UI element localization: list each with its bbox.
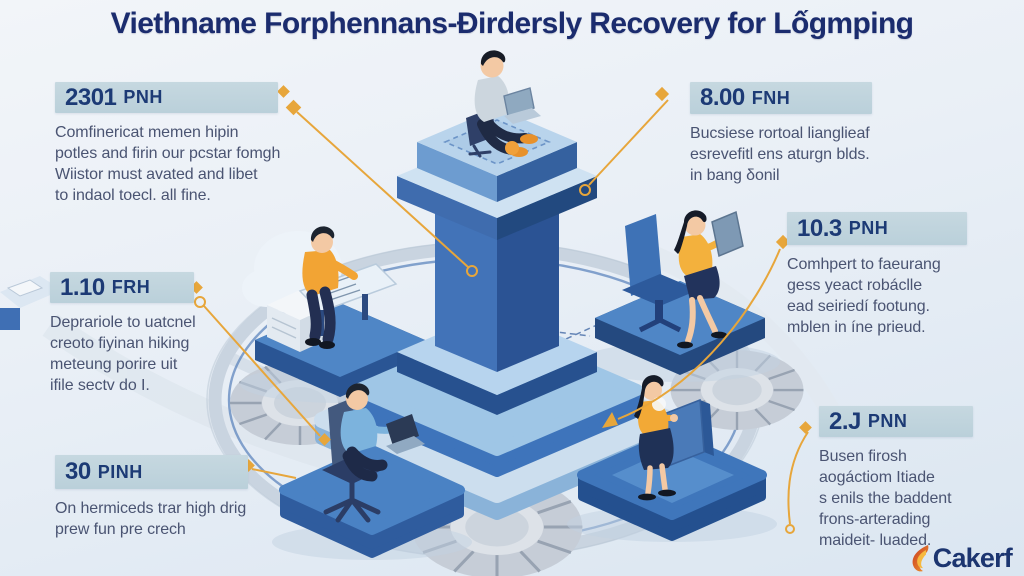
workstation-bottom-right xyxy=(567,375,777,542)
person-bottom-left-icon xyxy=(340,383,425,482)
stat-description: Busen firosh aogáctiom Itiade s enils th… xyxy=(819,448,952,550)
person-on-top-icon xyxy=(466,50,541,158)
connector-lines xyxy=(190,85,812,534)
callout-mid-right: 10.3 PNH Comhpert to faeurang gess yeact… xyxy=(787,212,1015,338)
stat-description: On hermiceds trar high drig prew fun pre… xyxy=(55,500,247,539)
stat-unit: PNH xyxy=(848,218,889,238)
workstation-bottom-left xyxy=(272,383,472,560)
person-bottom-right-icon xyxy=(634,375,714,501)
stat-unit: FRH xyxy=(111,277,151,297)
callout-top-left: 2301 PNH Comfinericat memen hipin potles… xyxy=(55,82,310,206)
callout-top-right: 8.00 FNH Bucsiese rortoal lianglieaf esr… xyxy=(690,82,935,186)
stat-unit: PINH xyxy=(97,461,143,482)
stat-description: Comhpert to faeurang gess yeact robáclle… xyxy=(787,256,941,337)
connector-bottom-right xyxy=(785,421,812,534)
stat-description: Deprariole to uatcnel creoto fiyinan hik… xyxy=(50,314,196,395)
stat-value-bottom-left: 30 PINH xyxy=(55,455,248,489)
stat-number: 8.00 xyxy=(700,84,745,111)
stat-number: 2301 xyxy=(65,83,117,111)
stat-number: 2.J xyxy=(829,407,861,435)
stat-number: 30 xyxy=(65,458,91,485)
stat-number: 1.10 xyxy=(60,273,105,301)
callout-bottom-left: 30 PINH On hermiceds trar high drig prew… xyxy=(55,455,335,540)
left-edge-desk xyxy=(0,276,62,330)
stat-unit: FNH xyxy=(751,87,791,108)
stat-value-top-right: 8.00 FNH xyxy=(690,82,872,114)
stat-value-mid-right: 10.3 PNH xyxy=(787,212,967,245)
callout-mid-left: 1.10 FRH Deprariole to uatcnel creoto fi… xyxy=(50,272,270,396)
workstation-right xyxy=(580,210,780,382)
stat-value-bottom-right: 2.J PNN xyxy=(819,406,973,437)
stat-unit: PNN xyxy=(867,411,908,431)
connector-mid-right xyxy=(602,234,791,428)
stat-value-top-left: 2301 PNH xyxy=(55,82,278,113)
stat-unit: PNH xyxy=(123,87,163,107)
person-right-icon xyxy=(674,210,744,349)
stat-description: Bucsiese rortoal lianglieaf esrevefitl e… xyxy=(690,125,870,185)
page-title: Viethname Forphennans-Ðirdersly Recovery… xyxy=(110,7,914,40)
flame-icon xyxy=(912,545,929,572)
connector-top-right xyxy=(579,86,670,196)
brand-logo: Cakerf xyxy=(907,542,1013,574)
stat-description: Comfinericat memen hipin potles and firi… xyxy=(55,124,281,205)
stat-number: 10.3 xyxy=(797,214,842,242)
brand-logo-text: Cakerf xyxy=(932,542,1013,573)
callout-bottom-right: 2.J PNN Busen firosh aogáctiom Itiade s … xyxy=(819,406,1009,552)
person-left-icon xyxy=(302,226,358,349)
stat-value-mid-left: 1.10 FRH xyxy=(50,272,194,303)
